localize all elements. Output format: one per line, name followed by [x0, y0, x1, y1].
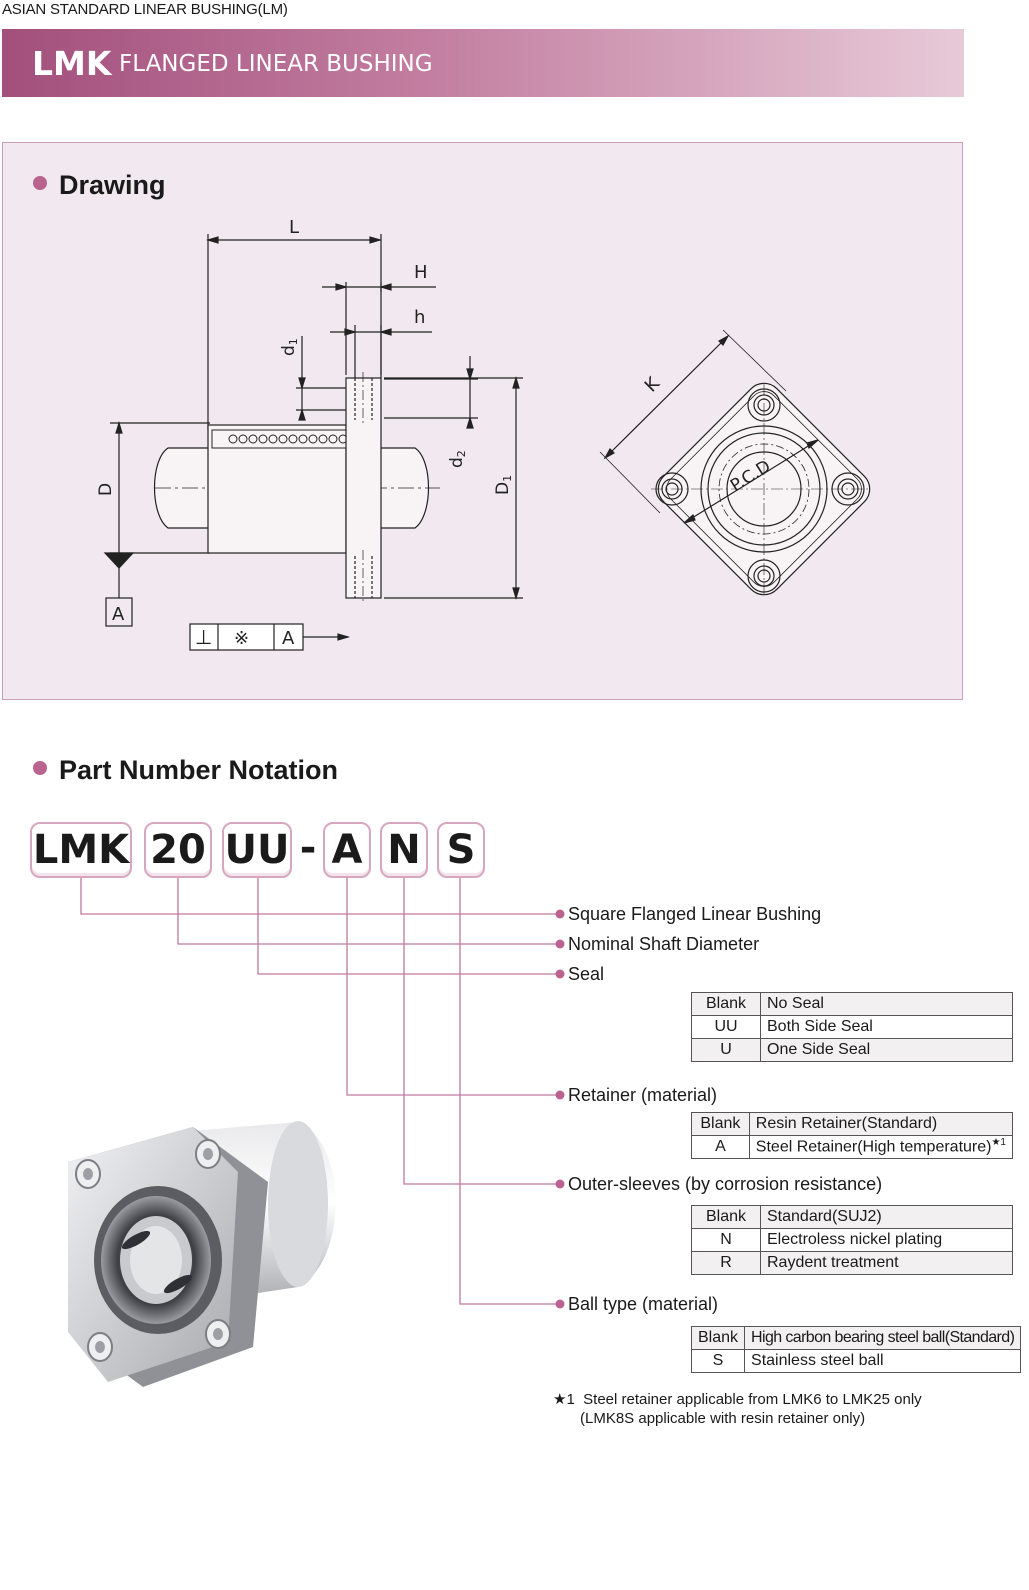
bullet-icon [555, 1090, 565, 1100]
pn-segment-seal: UU [222, 822, 292, 878]
pn-dash: - [299, 825, 317, 871]
drawing-section-title: Drawing [33, 170, 166, 201]
dim-d1-label: d1 [279, 338, 300, 356]
item-label-diameter: Nominal Shaft Diameter [568, 934, 760, 954]
dim-D1-label: D1 [493, 475, 514, 495]
tolerance-frame [189, 623, 304, 651]
dim-H-label: H [414, 262, 428, 283]
bullet-icon [33, 761, 47, 775]
dim-D-label: D [96, 483, 116, 496]
perpendicularity-icon: ⊥ [195, 625, 212, 649]
item-label-type: Square Flanged Linear Bushing [568, 904, 822, 924]
arrow-icon [369, 236, 383, 244]
pn-segment-ball: S [437, 822, 485, 878]
dim-L-label: L [289, 217, 299, 238]
footnote-ref: ★1 [991, 1137, 1006, 1149]
datum-label: A [112, 604, 125, 625]
datum-triangle-icon [103, 552, 135, 569]
pn-segment-retainer: A [323, 822, 371, 878]
flange [345, 377, 382, 599]
pn-segment-diameter: 20 [144, 822, 212, 878]
pn-segment-sleeve: N [380, 822, 428, 878]
product-subtitle: FLANGED LINEAR BUSHING [119, 51, 433, 77]
bullet-icon [555, 1179, 565, 1189]
technical-drawing: L H h d1 d2 D1 D A ⊥ ※ A [96, 217, 871, 651]
tolerance-value: ※ [234, 628, 249, 649]
model-code: LMK [32, 44, 112, 83]
product-photo [68, 1121, 336, 1387]
pn-segment-series: LMK [30, 822, 132, 878]
category-caption: ASIAN STANDARD LINEAR BUSHING(LM) [2, 1, 288, 18]
bullet-icon [555, 969, 565, 979]
arrow-icon [205, 236, 219, 244]
part-number-section-title: Part Number Notation [33, 755, 338, 786]
bullet-icon [555, 1299, 565, 1309]
bullet-icon [555, 939, 565, 949]
item-label-retainer: Retainer (material) [568, 1085, 718, 1105]
bullet-icon [33, 176, 47, 190]
item-label-seal: Seal [568, 964, 605, 984]
tolerance-datum: A [282, 628, 295, 649]
footnote: ★1 Steel retainer applicable from LMK6 t… [553, 1391, 922, 1427]
item-label-sleeve: Outer-sleeves (by corrosion resistance) [568, 1174, 883, 1194]
title-banner: LMK FLANGED LINEAR BUSHING [2, 29, 964, 97]
dim-h-label: h [414, 307, 425, 328]
dim-d2-label: d2 [447, 450, 468, 468]
bullet-icon [555, 909, 565, 919]
item-label-ball: Ball type (material) [568, 1294, 719, 1314]
